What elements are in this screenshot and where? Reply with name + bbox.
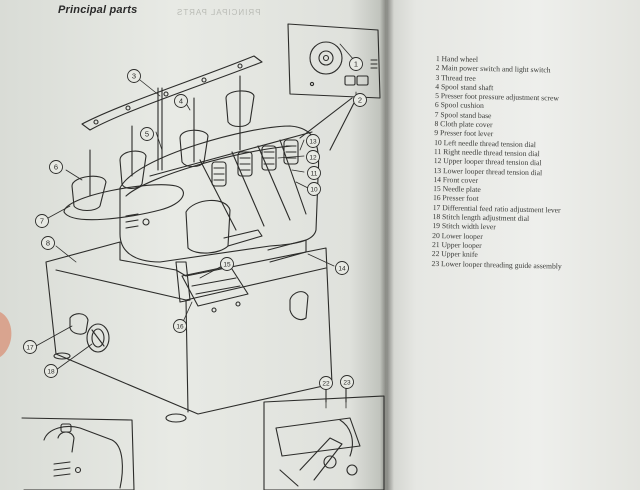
callout-circle <box>44 364 58 378</box>
callout-number: 6 <box>54 163 58 172</box>
spool-stand <box>63 75 255 221</box>
callout-circle <box>173 319 187 333</box>
part-name: Thread tree <box>439 72 476 83</box>
callout-circle <box>41 236 55 250</box>
callout-circle <box>306 134 320 148</box>
callout-number: 1 <box>354 60 358 69</box>
callout-circle <box>23 340 37 354</box>
callout-circle <box>335 261 349 275</box>
callout-circle <box>174 94 188 108</box>
callout-number: 14 <box>338 266 346 273</box>
side-dials <box>69 313 110 353</box>
callout-circle <box>306 150 320 164</box>
part-name: Lower looper <box>439 230 483 241</box>
part-name: Presser foot <box>440 193 479 204</box>
callout-circle <box>127 69 141 83</box>
callout-circle <box>319 376 333 390</box>
leader-lines <box>35 43 357 409</box>
page-title: Principal parts <box>58 4 138 16</box>
part-name: Upper knife <box>439 249 478 260</box>
serger-bed <box>45 239 333 423</box>
callout-circle <box>49 160 63 174</box>
callout-number: 12 <box>309 155 317 162</box>
callout-circle <box>349 57 363 71</box>
part-name: Needle plate <box>440 184 481 195</box>
callout-number: 11 <box>311 171 318 178</box>
callout-circle <box>220 257 234 271</box>
callout-number: 22 <box>322 381 330 388</box>
callout-circle <box>35 214 49 228</box>
left-page <box>0 0 388 490</box>
callout-number: 5 <box>145 130 149 139</box>
callout-circle <box>307 166 321 180</box>
callout-circle <box>307 182 321 196</box>
looper-inset <box>263 379 385 490</box>
callout-number: 10 <box>310 187 318 194</box>
callout-number: 23 <box>343 380 351 387</box>
part-name: Upper looper <box>439 240 482 250</box>
callout-number: 2 <box>358 96 362 105</box>
hand-wheel-inset <box>287 23 381 151</box>
side-view-inset <box>21 417 135 490</box>
serger-body <box>119 125 320 263</box>
part-number: 21 <box>431 239 440 250</box>
callout-circle <box>140 127 154 141</box>
callout-number: 18 <box>47 369 55 376</box>
callout-number: 13 <box>309 139 317 146</box>
callout-number: 3 <box>132 72 136 81</box>
callout-circle <box>340 375 354 389</box>
part-name: Hand wheel <box>439 54 479 64</box>
callout-number: 17 <box>26 345 34 352</box>
thread-tree <box>81 55 263 131</box>
callout-number: 4 <box>179 97 183 106</box>
part-number: 19 <box>432 221 441 231</box>
callout-circle <box>353 93 367 107</box>
part-name: Front cover <box>440 174 479 185</box>
callout-number: 8 <box>46 239 50 248</box>
callout-number: 7 <box>40 217 44 226</box>
book-spine-shadow <box>380 0 394 490</box>
right-page <box>386 0 640 490</box>
callout-number: 16 <box>176 324 184 331</box>
thumb-shape <box>0 312 12 357</box>
callout-number: 15 <box>223 262 231 269</box>
